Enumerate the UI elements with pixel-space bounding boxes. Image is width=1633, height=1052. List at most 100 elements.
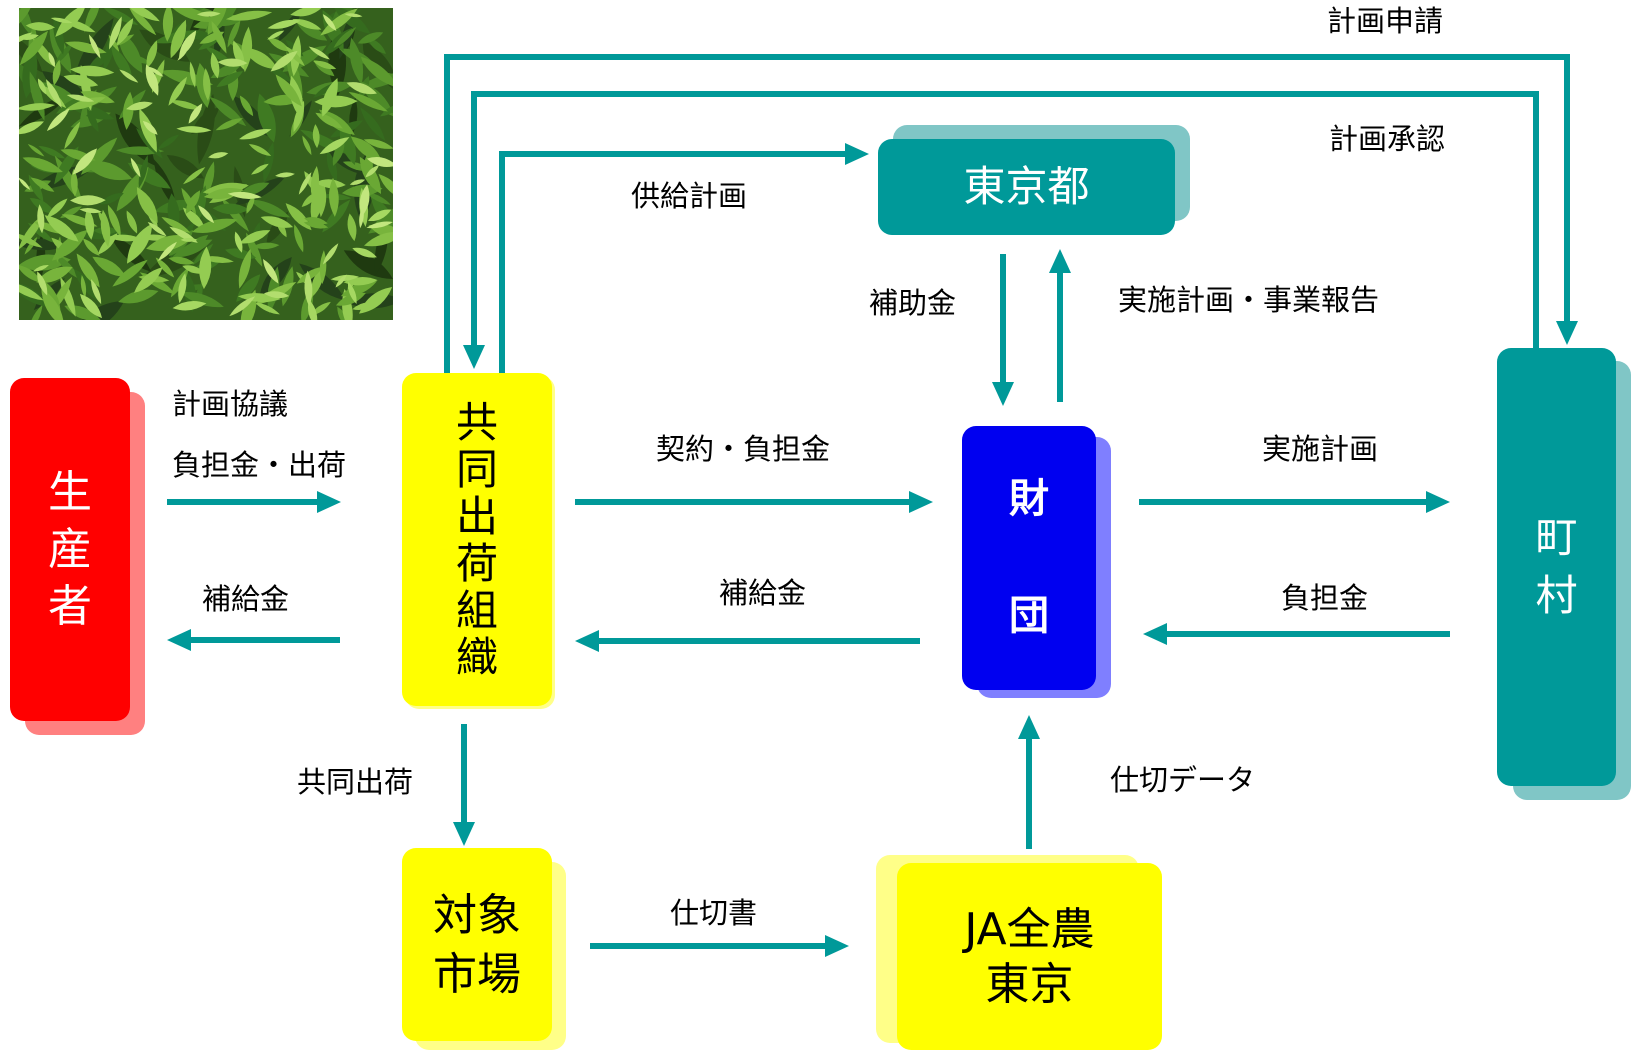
leaf — [37, 78, 47, 95]
leaf — [260, 216, 294, 228]
arrow-plan-application — [444, 54, 1578, 380]
leaf — [182, 265, 205, 274]
leaf — [227, 191, 262, 199]
leaf — [360, 107, 386, 142]
leaf — [308, 46, 330, 60]
leaf — [178, 273, 187, 304]
leaf — [180, 237, 198, 242]
leaf — [347, 213, 357, 242]
foundation-node: 財団 — [962, 426, 1096, 690]
leaf — [79, 293, 103, 319]
leaf — [315, 112, 343, 129]
leaf — [109, 16, 122, 50]
leaf — [91, 279, 102, 305]
town-label: 町村 — [1535, 513, 1578, 620]
leaf — [46, 108, 70, 132]
leaf — [72, 148, 98, 175]
leaf — [366, 221, 393, 229]
arrowhead — [453, 822, 475, 846]
tokyo-metro-node: 東京都 — [878, 139, 1175, 235]
leaf — [79, 208, 102, 214]
leaf — [168, 76, 188, 106]
leaf — [46, 198, 68, 218]
leaf — [33, 265, 49, 272]
leaf — [322, 14, 337, 31]
leaf — [126, 210, 138, 234]
leaf — [363, 139, 393, 149]
leaf — [19, 264, 43, 283]
leaf — [80, 91, 115, 104]
leaf — [243, 47, 278, 70]
edge-label-plan-approval: 計画承認 — [1329, 122, 1446, 156]
leaf — [365, 192, 391, 205]
arrow-foundation-to-town — [1139, 491, 1450, 513]
leaf — [161, 216, 191, 233]
leaf — [92, 256, 126, 277]
leaf — [51, 229, 88, 261]
leaf — [217, 19, 242, 27]
leaf — [333, 8, 371, 34]
leaf — [19, 177, 31, 191]
leaf — [83, 238, 100, 256]
leaf — [73, 300, 125, 320]
leaf — [54, 41, 74, 66]
leaf — [145, 64, 159, 96]
foliage-photo — [19, 8, 393, 320]
leaf — [347, 281, 357, 304]
leaf — [99, 193, 124, 205]
leaf — [348, 91, 388, 112]
leaf — [37, 271, 48, 296]
ja-zennoh-node: JA全農 東京 — [897, 863, 1162, 1050]
leaf — [37, 204, 45, 234]
leaf — [80, 275, 87, 298]
leaf — [203, 68, 211, 101]
market-label-line-1: 対象 — [433, 889, 521, 941]
leaf — [209, 96, 247, 127]
arrowhead — [1049, 249, 1071, 273]
leaf — [322, 243, 339, 265]
leaf — [19, 232, 43, 248]
market-label-line-2: 市場 — [433, 948, 521, 1000]
edge-label-supply-plan: 供給計画 — [631, 179, 748, 213]
leaf — [139, 108, 157, 153]
arrowhead — [1143, 623, 1167, 645]
arrow-shaft — [444, 54, 1570, 380]
leaf — [138, 154, 148, 189]
leaf — [125, 8, 160, 22]
leaf — [102, 8, 139, 26]
leaf — [25, 22, 55, 31]
shipping-org-node: 共同出荷組織 — [402, 373, 552, 706]
producer-node: 生産者 — [10, 378, 130, 721]
leaf — [66, 94, 95, 102]
leaf — [183, 166, 206, 185]
leaf — [263, 141, 274, 183]
leaf — [36, 266, 73, 283]
leaf — [80, 137, 118, 175]
leaf — [203, 187, 244, 200]
edge-label-plan-consultation: 計画協議 — [172, 387, 289, 421]
leaf — [111, 45, 133, 81]
leaf — [38, 145, 66, 159]
leaf — [367, 37, 386, 54]
leaf — [249, 199, 291, 218]
leaf — [313, 60, 337, 70]
leaf — [158, 241, 177, 261]
arrowhead — [992, 382, 1014, 406]
leaf — [65, 97, 106, 111]
ja-zennoh-label-line-2: 東京 — [985, 958, 1074, 1010]
tokyo-metro-label: 東京都 — [963, 162, 1090, 211]
leaf — [292, 19, 322, 30]
leaf — [360, 80, 393, 117]
leaf — [208, 152, 229, 159]
leaf — [319, 137, 350, 155]
leaf — [118, 289, 159, 304]
leaf — [349, 37, 364, 85]
leaf — [290, 8, 322, 17]
leaf — [215, 118, 243, 131]
leaf — [227, 16, 241, 48]
leaf — [188, 103, 203, 124]
leaf — [239, 230, 271, 244]
leaf — [318, 184, 327, 218]
leaf — [233, 95, 271, 138]
